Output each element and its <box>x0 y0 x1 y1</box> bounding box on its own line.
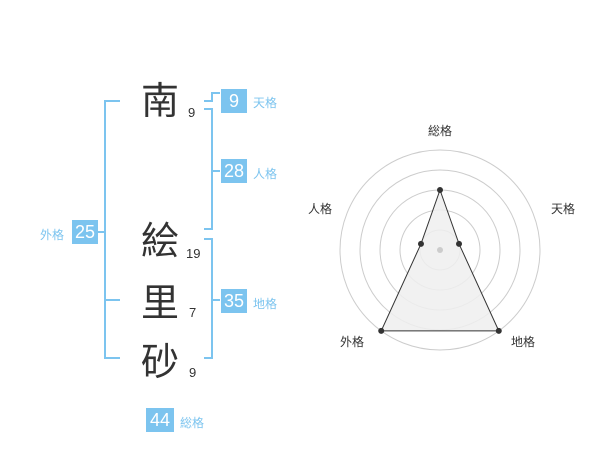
tenkaku-bracket <box>204 92 220 102</box>
soukaku-label: 総格 <box>180 416 205 430</box>
name-char-2: 絵 <box>141 219 180 263</box>
radar-point-3 <box>378 327 385 334</box>
chikaku-value-badge: 35 <box>221 289 247 313</box>
name-char-1-strokes: 9 <box>188 105 196 120</box>
soukaku-value-badge: 44 <box>146 408 174 432</box>
radar-label-jinkaku: 人格 <box>308 202 333 216</box>
chikaku-label: 地格 <box>253 297 278 311</box>
tenkaku-label: 天格 <box>253 96 278 110</box>
radar-points <box>378 187 502 334</box>
radar-point-1 <box>456 240 463 247</box>
radar-center-point <box>437 247 443 253</box>
name-char-2-strokes: 19 <box>186 246 201 261</box>
radar-label-tenkaku: 天格 <box>551 202 576 216</box>
jinkaku-label: 人格 <box>253 167 278 181</box>
jinkaku-value-badge: 28 <box>221 159 247 183</box>
radar-point-0 <box>437 187 443 193</box>
tenkaku-value-badge: 9 <box>221 89 247 113</box>
name-char-4-strokes: 9 <box>189 365 197 380</box>
radar-point-2 <box>495 327 502 334</box>
name-char-4: 砂 <box>141 340 180 384</box>
gaikaku-label: 外格 <box>40 228 65 242</box>
name-char-3: 里 <box>141 281 180 325</box>
gaikaku-bracket <box>104 100 120 359</box>
gaikaku-value-badge: 25 <box>72 220 98 244</box>
name-char-1: 南 <box>141 79 180 123</box>
radar-point-4 <box>417 240 424 247</box>
radar-label-chikaku: 地格 <box>511 335 536 349</box>
jinkaku-bracket <box>204 108 213 230</box>
radar-ring-5 <box>339 149 541 351</box>
radar-area <box>380 188 500 332</box>
name-char-3-strokes: 7 <box>189 305 197 320</box>
chikaku-bracket <box>204 238 213 359</box>
radar-label-soukaku: 総格 <box>428 124 453 138</box>
radar-label-gaikaku: 外格 <box>340 335 365 349</box>
